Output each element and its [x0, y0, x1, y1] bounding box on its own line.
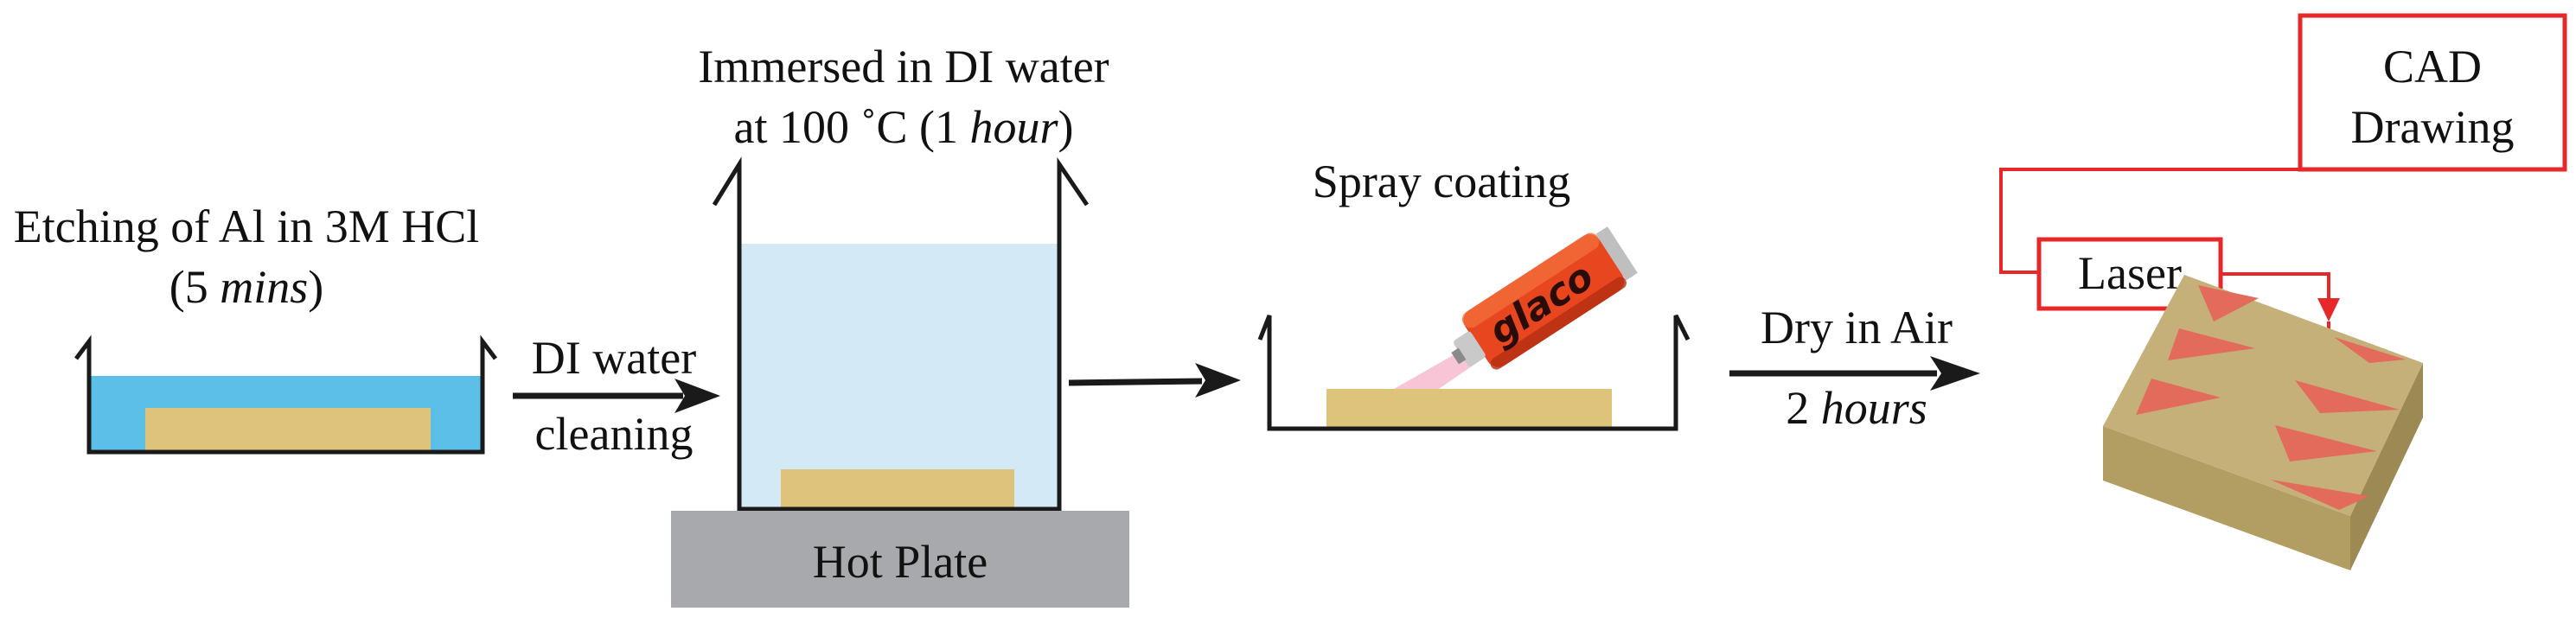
laser-pattern	[2334, 337, 2406, 363]
arrow-icon	[1729, 356, 1980, 391]
laser-beam	[2221, 272, 2330, 298]
spray-label: Spray coating	[1313, 156, 1570, 207]
hot-plate-icon	[671, 511, 1129, 608]
etching-label-line2: (5 mins)	[169, 261, 323, 313]
sample-side-face	[2350, 363, 2423, 570]
arrow-icon	[513, 379, 720, 413]
dry-label-line1: Dry in Air	[1761, 302, 1953, 353]
spray-can-icon: glaco	[1451, 226, 1638, 370]
hot-plate-label: Hot Plate	[813, 536, 988, 588]
rinse-label-line2: cleaning	[535, 408, 694, 460]
laser-label: Laser	[2078, 247, 2182, 299]
aluminum-sample	[145, 408, 431, 452]
rinse-label-line1: DI water	[532, 332, 696, 384]
beaker-icon	[1257, 314, 1691, 431]
laser-pattern	[2136, 379, 2221, 415]
etching-label-line1: Etching of Al in 3M HCl	[14, 201, 480, 252]
immersion-label-line2: at 100 ˚C (1 hour)	[734, 101, 1074, 153]
laser-beam-arrowhead	[2317, 298, 2340, 322]
arrow-icon	[1068, 363, 1241, 398]
laser-pattern	[2198, 285, 2259, 322]
aluminum-sample	[781, 469, 1014, 509]
laser-pattern	[2271, 480, 2369, 510]
cad-label-line1: CAD	[2383, 41, 2482, 92]
laser-step: CAD Drawing Laser	[1999, 13, 2567, 570]
cad-drawing-box	[2298, 13, 2567, 172]
spray-step: Spray coating glaco	[1257, 156, 1691, 431]
immersion-label-line1: Immersed in DI water	[698, 41, 1109, 92]
etching-step: Etching of Al in 3M HCl (5 mins)	[14, 201, 497, 455]
laser-pattern	[2275, 425, 2377, 462]
laser-pattern	[2168, 328, 2255, 360]
sample-front-face	[2103, 426, 2350, 570]
cad-label-line2: Drawing	[2351, 101, 2515, 153]
coated-sample	[1326, 389, 1612, 429]
beaker-icon	[74, 334, 497, 455]
beaker-icon	[712, 156, 1090, 512]
cad-to-laser-connector	[1999, 168, 2300, 274]
immersion-step: Immersed in DI water at 100 ˚C (1 hour) …	[671, 41, 1129, 608]
laser-pattern	[2295, 380, 2400, 413]
dry-label-line2: 2 hours	[1786, 382, 1927, 434]
di-water	[739, 244, 1059, 509]
textured-sample-icon	[2103, 275, 2423, 570]
